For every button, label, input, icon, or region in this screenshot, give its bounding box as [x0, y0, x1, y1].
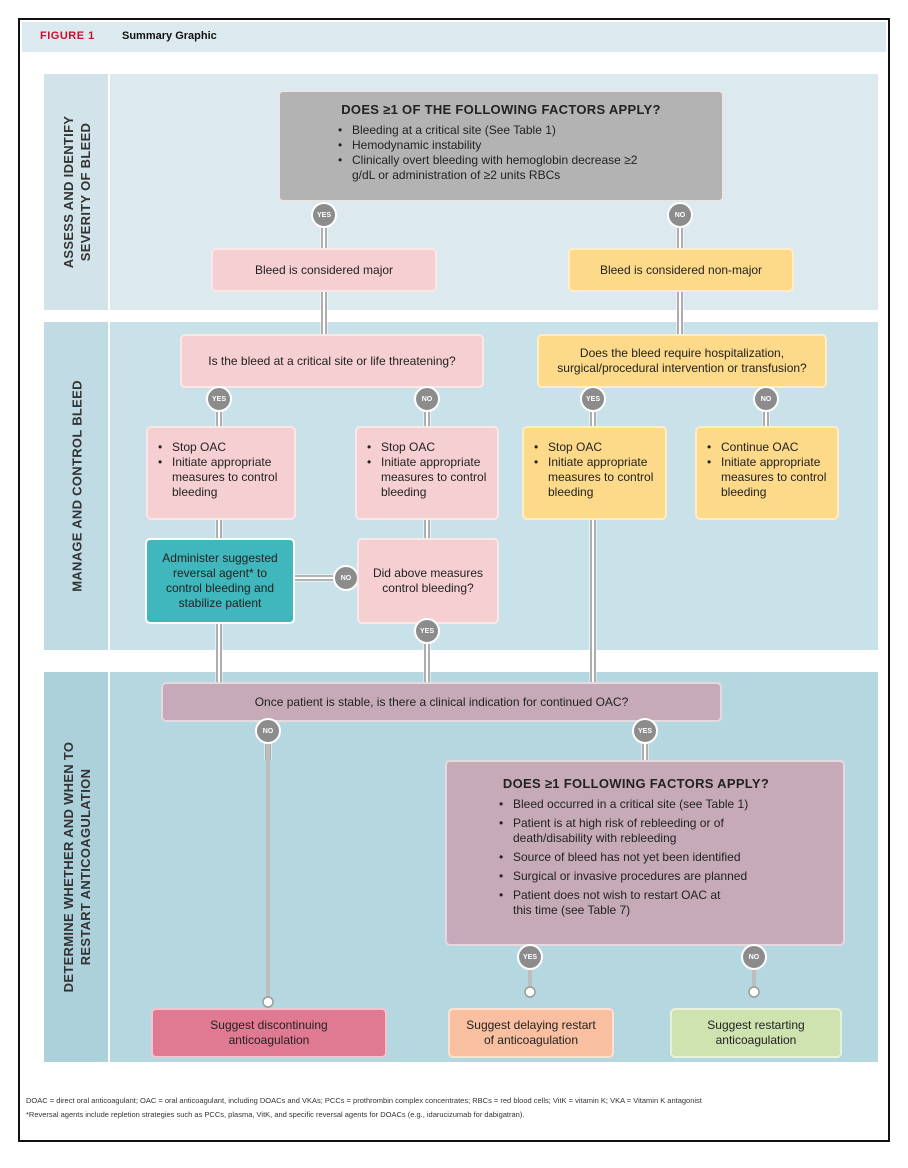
- factor-item: Source of bleed has not yet been identif…: [499, 850, 803, 865]
- factor-item: Surgical or invasive procedures are plan…: [499, 869, 803, 884]
- continue-oac-box: Continue OACInitiate appropriate measure…: [695, 426, 839, 520]
- factors2-title: DOES ≥1 FOLLOWING FACTORS APPLY?: [502, 776, 770, 791]
- band-restart-side: [44, 672, 110, 1062]
- stop-oac-box-noncritical: Stop OACInitiate appropriate measures to…: [355, 426, 499, 520]
- factor-item: Bleeding at a critical site (See Table 1…: [338, 123, 702, 138]
- factors-list: Bleeding at a critical site (See Table 1…: [338, 123, 702, 183]
- yes-badge: YES: [206, 386, 232, 412]
- figure-label: FIGURE 1: [40, 30, 95, 42]
- footnote-reversal: *Reversal agents include repletion strat…: [26, 1110, 525, 1119]
- nonmajor-box: Bleed is considered non-major: [568, 248, 794, 292]
- measures-question: Did above measures control bleeding?: [357, 538, 499, 624]
- hospitalization-question: Does the bleed require hospitalization, …: [537, 334, 827, 388]
- band-assess-side: [44, 74, 110, 310]
- no-badge: NO: [333, 565, 359, 591]
- yes-badge: YES: [580, 386, 606, 412]
- factors2-list: Bleed occurred in a critical site (see T…: [499, 797, 803, 918]
- yes-badge: YES: [517, 944, 543, 970]
- yes-badge: YES: [632, 718, 658, 744]
- factor-item: Patient does not wish to restart OAC at …: [499, 888, 803, 918]
- band-manage-side: [44, 322, 110, 650]
- figure-title: Summary Graphic: [122, 30, 217, 42]
- footnote-abbreviations: DOAC = direct oral anticoagulant; OAC = …: [26, 1096, 702, 1105]
- no-badge: NO: [667, 202, 693, 228]
- no-badge: NO: [414, 386, 440, 412]
- factor-item: Patient is at high risk of rebleeding or…: [499, 816, 803, 846]
- restart-outcome: Suggest restarting anticoagulation: [670, 1008, 842, 1058]
- critical-site-question: Is the bleed at a critical site or life …: [180, 334, 484, 388]
- no-badge: NO: [255, 718, 281, 744]
- discontinue-outcome: Suggest discontinuing anticoagulation: [151, 1008, 387, 1058]
- no-badge: NO: [753, 386, 779, 412]
- figure-header: FIGURE 1 Summary Graphic: [22, 22, 886, 52]
- stop-oac-box-hospital: Stop OACInitiate appropriate measures to…: [522, 426, 667, 520]
- factors2-box: DOES ≥1 FOLLOWING FACTORS APPLY? Bleed o…: [445, 760, 845, 946]
- delay-outcome: Suggest delaying restart of anticoagulat…: [448, 1008, 614, 1058]
- factor-item: Bleed occurred in a critical site (see T…: [499, 797, 803, 812]
- major-box: Bleed is considered major: [211, 248, 437, 292]
- yes-badge: YES: [311, 202, 337, 228]
- factors-title: DOES ≥1 OF THE FOLLOWING FACTORS APPLY?: [341, 102, 661, 117]
- reversal-agent-box: Administer suggested reversal agent* to …: [145, 538, 295, 624]
- factors-box: DOES ≥1 OF THE FOLLOWING FACTORS APPLY? …: [278, 90, 724, 202]
- yes-badge: YES: [414, 618, 440, 644]
- no-badge: NO: [741, 944, 767, 970]
- indication-question: Once patient is stable, is there a clini…: [161, 682, 722, 722]
- factor-item: Clinically overt bleeding with hemoglobi…: [338, 153, 702, 183]
- factor-item: Hemodynamic instability: [338, 138, 702, 153]
- stop-oac-box-critical: Stop OACInitiate appropriate measures to…: [146, 426, 296, 520]
